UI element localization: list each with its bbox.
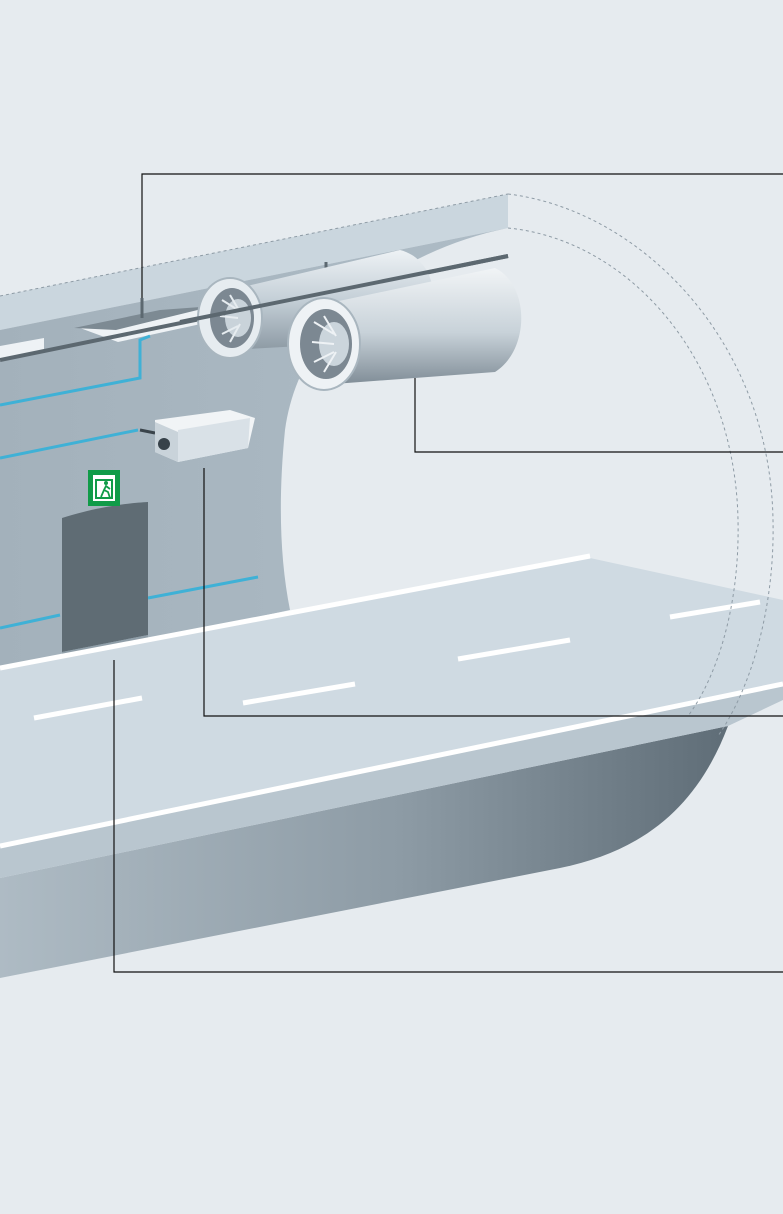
ceiling-panel-left xyxy=(0,338,44,361)
callout-line-roadway xyxy=(113,660,783,973)
road-edge-line-near xyxy=(0,681,783,849)
lane-markings xyxy=(33,599,761,721)
emergency-exit-sign xyxy=(88,470,120,506)
road-edge-line-far xyxy=(0,553,591,671)
fan-mounting-rail-front xyxy=(179,254,509,324)
ceiling-duct-dash xyxy=(0,193,509,297)
cable-line-lower-right xyxy=(147,575,259,600)
tunnel-slab-top xyxy=(0,684,783,878)
cable-line-middle xyxy=(0,428,139,460)
cctv-camera xyxy=(139,410,255,462)
tunnel-structure-body xyxy=(0,726,728,978)
jet-fan-front xyxy=(287,268,522,391)
cable-line-lower xyxy=(0,613,61,630)
ceiling-duct xyxy=(0,194,508,330)
cable-line-upper xyxy=(0,334,151,407)
tunnel-outline-dashed-inner xyxy=(507,227,739,717)
callout-line-jet-fans xyxy=(414,378,783,453)
tunnel-outline-dashed-outer xyxy=(507,193,774,737)
ceiling-panel-center-top xyxy=(74,306,214,330)
callout-line-cctv xyxy=(203,468,783,717)
emergency-exit-door-recess xyxy=(62,502,148,652)
ceiling-panel-center xyxy=(80,306,210,342)
callout-line-ceiling-duct xyxy=(141,173,783,298)
roadway xyxy=(0,558,783,846)
